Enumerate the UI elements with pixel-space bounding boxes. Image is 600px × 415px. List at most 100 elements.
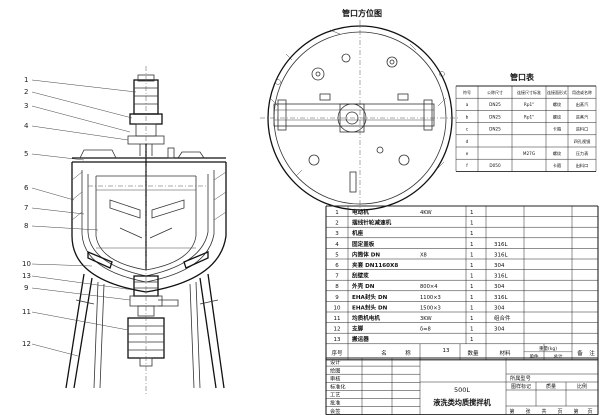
bom-item-spec: 1100×3 bbox=[420, 295, 441, 301]
title-block-label: 审核 bbox=[330, 374, 340, 382]
title-block-label: 设计 bbox=[330, 358, 340, 366]
bom-item-name: 电动机 bbox=[352, 208, 369, 216]
bom-header-name: 名 bbox=[381, 349, 387, 357]
bom-item-number: 10 bbox=[334, 305, 341, 311]
title-block-sheet: 页 bbox=[557, 409, 562, 415]
bom-item-number: 7 bbox=[335, 274, 339, 280]
title-block-sheet: 第 bbox=[573, 408, 578, 415]
nozzle-table-cell: 螺纹 bbox=[553, 150, 562, 157]
bom-item-qty: 1 bbox=[470, 221, 474, 227]
bom-item-name: 支脚 bbox=[351, 325, 364, 333]
title-block-drawing-name: 液洗类均质搅拌机 bbox=[433, 398, 491, 407]
leader-number: 9 bbox=[24, 284, 28, 292]
bom-item-material: 304 bbox=[494, 284, 505, 290]
leader-number: 3 bbox=[24, 102, 28, 110]
title-block-sheet: 页 bbox=[587, 409, 592, 415]
bom-header-total: 总计 bbox=[554, 353, 563, 360]
bom-item-material: 304 bbox=[494, 263, 505, 269]
bom-header-remark1: 备 bbox=[577, 349, 583, 357]
bom-item-name: 固定盖板 bbox=[352, 240, 375, 248]
bom-item-number: 2 bbox=[335, 221, 339, 227]
title-block-mark: 图样标记 bbox=[511, 383, 531, 390]
bom-item-name: 机座 bbox=[352, 229, 364, 237]
bom-item-number: 8 bbox=[335, 284, 339, 290]
leader-callouts: 1 2 3 4 5 6 7 8 10 13 9 11 12 bbox=[22, 76, 137, 357]
bom-item-number: 6 bbox=[335, 263, 339, 269]
bom-item-number: 13 bbox=[334, 337, 341, 343]
bom-item-qty: 1 bbox=[470, 316, 474, 322]
nozzle-table-cell: f bbox=[466, 163, 468, 168]
title-block-capacity: 500L bbox=[454, 386, 470, 394]
nozzle-table-cell: DN25 bbox=[489, 102, 501, 107]
bom-item-qty: 1 bbox=[470, 252, 474, 258]
nozzle-table-cell: b bbox=[466, 114, 469, 119]
nozzle-table-cell: 螺纹 bbox=[553, 113, 562, 120]
nozzle-table-header: 符号 bbox=[463, 89, 471, 95]
nozzle-table-cell: Rp1" bbox=[524, 114, 534, 119]
bom-item-qty: 1 bbox=[470, 284, 474, 290]
nozzle-table-cell: 卡箍 bbox=[553, 126, 562, 133]
nozzle-table-cell: DN25 bbox=[489, 114, 501, 119]
leader-number: 10 bbox=[22, 260, 31, 268]
nozzle-orientation-view: 管口方位图 bbox=[260, 8, 460, 214]
bom-item-name: 刮壁浆 bbox=[352, 272, 369, 280]
nozzle-table-cell: D050 bbox=[489, 163, 501, 168]
bom-item-material: 组合件 bbox=[494, 314, 511, 322]
title-block-model: 所属型号 bbox=[510, 374, 531, 382]
leader-number: 8 bbox=[24, 222, 28, 230]
bom-header-weight: 重量(kg) bbox=[539, 345, 557, 352]
title-block-scale: 比例 bbox=[577, 383, 587, 390]
bom-item-name: 外壳 DN bbox=[351, 282, 375, 290]
nozzle-table-cell: 四孔视镜 bbox=[574, 138, 592, 145]
bom-item-material: 304 bbox=[494, 305, 505, 311]
nozzle-table-cell: d bbox=[466, 139, 469, 144]
bom-item-material: 316L bbox=[494, 252, 508, 258]
bom-item-number: 9 bbox=[335, 295, 339, 301]
bom-item-spec: 3KW bbox=[420, 316, 432, 322]
nozzle-table-cell: 卡箍 bbox=[553, 162, 562, 169]
title-block: 设计绘图审核标准化工艺批准会签500L液洗类均质搅拌机所属型号图样标记质量比例第… bbox=[325, 357, 599, 415]
leader-number: 6 bbox=[24, 184, 29, 192]
bom-item-qty: 1 bbox=[470, 274, 474, 280]
title-block-label: 绘图 bbox=[330, 366, 340, 374]
nozzle-table-cell: e bbox=[466, 151, 469, 156]
nozzle-table-cell: M27G bbox=[523, 151, 535, 156]
bom-item-number: 1 bbox=[335, 210, 339, 216]
bom-item-qty: 1 bbox=[470, 305, 474, 311]
bom-item-spec: 800×4 bbox=[420, 284, 438, 290]
bom-item-qty: 1 bbox=[470, 231, 474, 237]
bom-item-name: EHA封头 DN bbox=[352, 303, 388, 311]
title-block-label: 标准化 bbox=[330, 383, 346, 391]
bom-item-name: EHA封头 DN bbox=[352, 293, 388, 301]
bom-item-spec: 1500×3 bbox=[420, 305, 441, 311]
bom-item-name: 摆线针轮减速机 bbox=[352, 219, 392, 227]
bom-item-material: 316L bbox=[494, 295, 508, 301]
bom-item-name: 内筒体 DN bbox=[352, 250, 380, 258]
leader-number: 7 bbox=[24, 204, 28, 212]
leader-number: 11 bbox=[22, 308, 31, 316]
leader-number: 13 bbox=[22, 272, 31, 280]
bom-item-qty: 1 bbox=[470, 327, 474, 333]
bom-header-unit: 单件 bbox=[530, 353, 539, 360]
title-block-sheet: 张 bbox=[525, 408, 530, 415]
bom-item-material: 316L bbox=[494, 274, 508, 280]
bom-item-qty: 1 bbox=[470, 295, 474, 301]
nozzle-table-title: 管口表 bbox=[510, 72, 535, 82]
title-block-sheet: 共 bbox=[541, 408, 546, 415]
nozzle-table-cell: 进料口 bbox=[576, 126, 589, 133]
cover-beam bbox=[273, 103, 435, 127]
nozzle-table-cell: DN25 bbox=[489, 127, 501, 132]
inner-tank bbox=[81, 170, 215, 283]
bom-item-name: 均质机电机 bbox=[352, 314, 380, 322]
nozzle-table-header: 连接尺寸标准 bbox=[517, 89, 541, 95]
nozzle-table-cell: 螺纹 bbox=[553, 101, 562, 108]
bom-item-spec: 4KW bbox=[420, 210, 432, 216]
title-block-label: 批准 bbox=[330, 399, 340, 407]
bom-header-qty: 数量 bbox=[467, 349, 479, 357]
bom-item-qty: 1 bbox=[470, 210, 474, 216]
bom-item-name: 夹套 DN1160X8 bbox=[352, 261, 398, 269]
nozzle-table-cell: 压力表 bbox=[576, 150, 589, 157]
leader-number: 4 bbox=[24, 122, 29, 130]
